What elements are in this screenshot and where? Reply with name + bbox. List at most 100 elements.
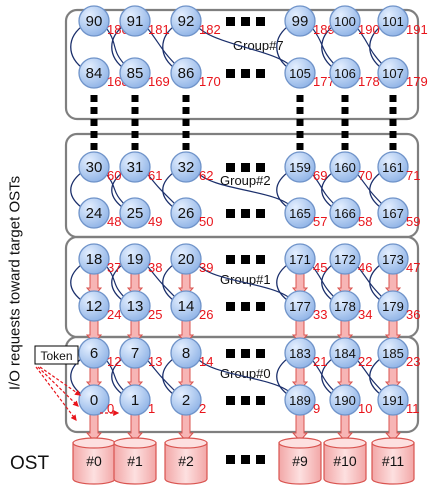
node-id: 25 — [127, 205, 144, 222]
node-id: 32 — [178, 159, 195, 176]
node-id: 105 — [289, 66, 311, 81]
node-circle — [119, 290, 151, 322]
group-box — [64, 8, 420, 121]
node-id: 31 — [127, 159, 144, 176]
node-number: 37 — [107, 260, 121, 275]
io-arrow — [336, 411, 354, 442]
node-id: 172 — [334, 252, 356, 267]
y-axis-label: I/O requests toward target OSTs — [6, 175, 24, 390]
node-id: 184 — [334, 346, 356, 361]
token-link — [195, 356, 293, 395]
ellipsis-dot — [241, 163, 250, 172]
ost-cylinder: #10 — [323, 437, 367, 485]
group-label: Group#2 — [220, 173, 271, 188]
node-circle — [78, 243, 110, 275]
node-number: 49 — [148, 214, 162, 229]
node-number: 62 — [199, 168, 213, 183]
node-id: 185 — [382, 346, 404, 361]
node-id: 100 — [334, 14, 356, 29]
node-id: 91 — [127, 13, 144, 30]
ost-cylinder: #0 — [72, 437, 116, 485]
node-number: 169 — [148, 74, 170, 89]
ost-cylinder: #11 — [371, 437, 415, 485]
node-id: 183 — [289, 346, 311, 361]
node-id: 190 — [334, 393, 356, 408]
ellipsis-dot — [226, 349, 235, 358]
vertical-dot — [131, 107, 139, 114]
node-id: 7 — [131, 345, 139, 362]
node-number: 178 — [358, 74, 380, 89]
node-circle — [284, 57, 316, 89]
node-id: 99 — [292, 13, 309, 30]
node-number: 47 — [406, 260, 420, 275]
node-circle — [119, 243, 151, 275]
ellipsis-dot — [256, 302, 265, 311]
vertical-dot — [341, 95, 349, 102]
vertical-dot — [296, 95, 304, 102]
node-id: 177 — [289, 299, 311, 314]
vertical-dot — [182, 95, 190, 102]
node-id: 173 — [382, 252, 404, 267]
ellipsis-dot — [256, 349, 265, 358]
vertical-dot — [341, 107, 349, 114]
ost-label-text: #10 — [333, 453, 357, 469]
node-id: 101 — [382, 14, 404, 29]
node-id: 92 — [178, 13, 195, 30]
node-circle — [284, 197, 316, 229]
node-circle — [377, 384, 409, 416]
ost-label-text: #9 — [292, 453, 308, 469]
node-circle — [329, 290, 361, 322]
token-box: Token — [34, 345, 79, 365]
token-link — [195, 24, 293, 68]
node-number: 22 — [358, 354, 372, 369]
vertical-dot — [90, 143, 98, 150]
node-circle — [329, 337, 361, 369]
token-link — [144, 24, 179, 68]
node-circle — [78, 197, 110, 229]
vertical-dot — [131, 95, 139, 102]
node-id: 12 — [86, 298, 103, 315]
io-arrow — [384, 411, 402, 442]
node-circle — [329, 384, 361, 416]
node-circle — [78, 384, 110, 416]
node-number: 9 — [313, 401, 320, 416]
node-number: 191 — [406, 22, 428, 37]
vertical-dot — [389, 143, 397, 150]
node-circle — [119, 384, 151, 416]
node-number: 14 — [199, 354, 213, 369]
node-circle — [170, 337, 202, 369]
vertical-dot — [296, 119, 304, 126]
node-id: 86 — [178, 65, 195, 82]
node-number: 1 — [148, 401, 155, 416]
node-number: 58 — [358, 214, 372, 229]
token-label: Token — [40, 349, 72, 363]
node-id: 1 — [131, 392, 139, 409]
node-id: 107 — [382, 66, 404, 81]
node-number: 34 — [358, 307, 372, 322]
vertical-dot — [90, 119, 98, 126]
node-number: 177 — [313, 74, 335, 89]
vertical-dot — [389, 95, 397, 102]
ellipsis-dot — [226, 209, 235, 218]
group-box — [64, 235, 420, 339]
node-number: 39 — [199, 260, 213, 275]
vertical-dot — [131, 119, 139, 126]
vertical-dot — [131, 131, 139, 138]
vertical-dot — [90, 107, 98, 114]
node-circle — [377, 151, 409, 183]
ellipsis-dot — [241, 396, 250, 405]
